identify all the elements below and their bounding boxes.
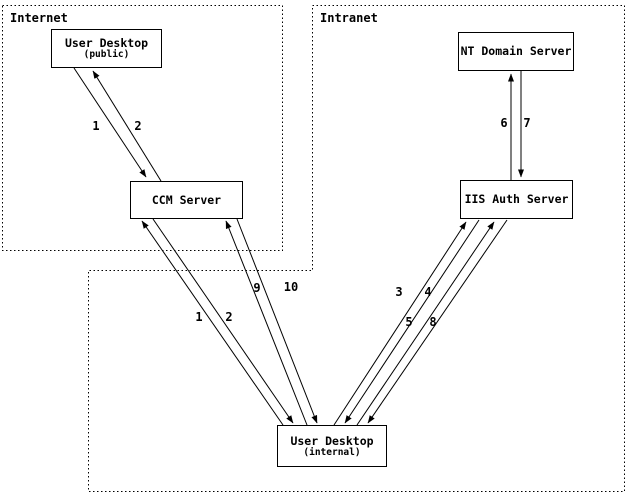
node-user-desktop-public: User Desktop (public) [51, 29, 162, 68]
node-iis-auth-server: IIS Auth Server [460, 180, 573, 219]
intranet-zone-label: Intranet [320, 11, 378, 25]
edge-label-6: 6 [500, 116, 508, 130]
node-user-desktop-internal: User Desktop (internal) [277, 425, 387, 467]
arrow-8-iis-to-internal-desktop [367, 219, 508, 424]
arrow-10-ccm-to-internal-desktop [236, 218, 318, 424]
internet-zone-border [2, 5, 283, 251]
arrow-3-internal-desktop-to-iis [333, 221, 467, 426]
node-title: IIS Auth Server [464, 192, 569, 206]
arrow-2-ccm-to-public-desktop [92, 70, 162, 182]
node-nt-domain-server: NT Domain Server [458, 32, 574, 71]
edge-label-9: 9 [253, 281, 261, 295]
arrow-1-public-desktop-to-ccm [73, 67, 147, 178]
intranet-zone-border [88, 5, 625, 492]
edge-label-7: 7 [523, 116, 531, 130]
arrow-1-internal-desktop-to-ccm [141, 220, 284, 426]
edge-label-4: 4 [424, 285, 432, 299]
arrow-5-internal-desktop-to-iis [356, 221, 495, 426]
edge-label-2-top: 2 [134, 119, 142, 133]
edge-label-3: 3 [395, 285, 403, 299]
arrow-2-ccm-to-internal-desktop [152, 218, 294, 424]
edge-label-2-bottom: 2 [225, 310, 233, 324]
node-ccm-server: CCM Server [130, 181, 243, 219]
edge-label-10: 10 [283, 280, 299, 294]
edge-label-1-bottom: 1 [195, 310, 203, 324]
edge-label-8: 8 [429, 315, 437, 329]
arrow-9-internal-desktop-to-ccm [225, 220, 308, 426]
arrow-4-iis-to-internal-desktop [344, 219, 480, 424]
node-subtitle: (public) [83, 49, 130, 60]
node-title: NT Domain Server [460, 44, 572, 58]
node-title: CCM Server [151, 192, 222, 207]
edge-label-1-top: 1 [92, 119, 100, 133]
node-title: User Desktop [64, 36, 149, 50]
node-title: User Desktop [290, 433, 374, 448]
internet-zone-label: Internet [10, 11, 68, 25]
edge-label-5: 5 [405, 315, 413, 329]
node-subtitle: (internal) [303, 446, 361, 458]
